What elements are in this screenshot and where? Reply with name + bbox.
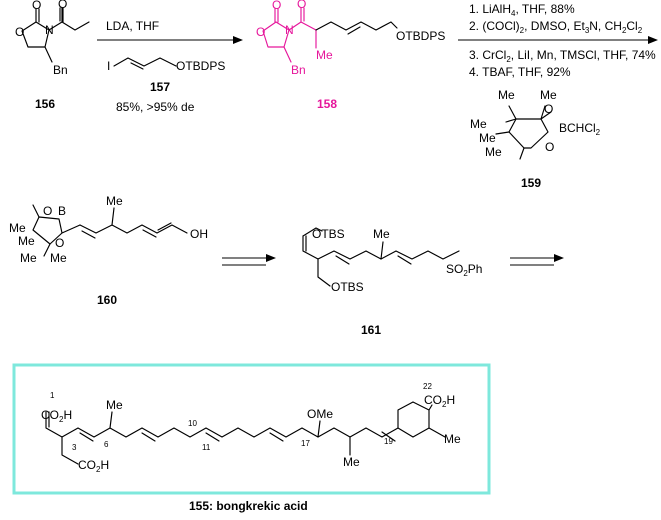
methyl-label: Me [540, 88, 557, 102]
nitrogen-label: N [285, 23, 294, 37]
reagent-line-2: 2. (COCl)2, DMSO, Et3N, CH2Cl2 [469, 19, 643, 35]
reagent-line-4: 4. TBAF, THF, 92% [469, 65, 571, 79]
locant-6: 6 [104, 440, 109, 449]
methyl-label: Me [479, 131, 496, 145]
highlight-box [12, 363, 491, 495]
benzyl-label: Bn [53, 63, 68, 77]
iodine-label: I [107, 59, 110, 73]
compound-number-159: 159 [521, 176, 541, 190]
reaction-step-1: LDA, THF I OTBDPS 157 85%, >95% de [97, 19, 243, 114]
compound-number-158: 158 [317, 97, 337, 111]
oxygen-label: O [55, 236, 64, 250]
locant-3: 3 [72, 443, 77, 452]
otbs-label: OTBS [331, 280, 364, 294]
oxygen-label: O [272, 0, 281, 12]
compound-158: O O O N Bn Me OTBDPS 158 [256, 0, 445, 111]
methyl-label: Me [316, 48, 333, 62]
locant-10: 10 [188, 419, 197, 428]
compound-number-157: 157 [150, 80, 170, 94]
yield-label: 85%, >95% de [116, 100, 195, 114]
otbdps-label: OTBDPS [396, 29, 445, 43]
methyl-label: Me [343, 455, 360, 469]
boron-label: BCHCl2 [559, 121, 601, 137]
reagents-label: LDA, THF [106, 19, 159, 33]
compound-number-156: 156 [35, 97, 55, 111]
nitrogen-label: N [45, 23, 54, 37]
reaction-step-2: 1. LiAlH4, THF, 88% 2. (COCl)2, DMSO, Et… [458, 2, 658, 79]
methoxy-label: OMe [307, 407, 333, 421]
locant-19: 19 [384, 437, 393, 446]
oxygen-label: O [256, 25, 265, 39]
carboxylic-acid-label: CO2H [424, 393, 455, 409]
methyl-label: Me [106, 194, 123, 208]
methyl-label: Me [20, 251, 37, 265]
boron-label: B [58, 204, 66, 218]
oxygen-label: O [15, 25, 24, 39]
methyl-label: Me [106, 398, 123, 412]
otbs-label: OTBS [312, 227, 345, 241]
reagent-line-3: 3. CrCl2, LiI, Mn, TMSCl, THF, 74% [469, 48, 656, 64]
compound-155-box: CO2H CO2H CO2H Me OMe Me Me 1 3 6 10 11 … [12, 363, 491, 513]
oxygen-label: O [297, 0, 306, 11]
compound-156: O O O N Bn 156 [15, 0, 90, 111]
oxygen-label: O [544, 102, 553, 116]
methyl-label: Me [9, 221, 26, 235]
compound-title-155: 155: bongkrekic acid [189, 499, 308, 513]
locant-11: 11 [202, 443, 211, 452]
otbdps-label: OTBDPS [176, 59, 225, 73]
carboxylic-acid-label: CO2H [78, 458, 109, 474]
compound-159: Me Me Me Me Me O O BCHCl2 159 [470, 88, 601, 190]
compound-161: OTBS OTBS Me SO2Ph 161 [302, 227, 482, 337]
sulfonyl-label: SO2Ph [446, 262, 482, 278]
locant-22: 22 [423, 382, 432, 391]
compound-160: Me Me Me Me Me B O O OH 160 [9, 194, 208, 307]
methyl-label: Me [373, 227, 390, 241]
benzyl-label: Bn [291, 63, 306, 77]
compound-number-161: 161 [361, 323, 381, 337]
methyl-label: Me [485, 145, 502, 159]
methyl-label: Me [470, 117, 487, 131]
methyl-label: Me [18, 234, 35, 248]
multi-step-arrow [222, 254, 276, 266]
oxygen-label: O [43, 204, 52, 218]
hydroxyl-label: OH [190, 227, 208, 241]
oxygen-label: O [32, 0, 41, 12]
compound-number-160: 160 [97, 293, 117, 307]
methyl-label: Me [50, 251, 67, 265]
locant-1: 1 [50, 391, 55, 400]
methyl-label: Me [444, 432, 461, 446]
multi-step-arrow [510, 254, 564, 266]
oxygen-label: O [58, 0, 67, 11]
methyl-label: Me [498, 88, 515, 102]
locant-17: 17 [301, 439, 310, 448]
carboxylic-acid-label: CO2H [41, 408, 72, 424]
reagent-line-1: 1. LiAlH4, THF, 88% [469, 2, 575, 18]
oxygen-label: O [545, 140, 554, 154]
